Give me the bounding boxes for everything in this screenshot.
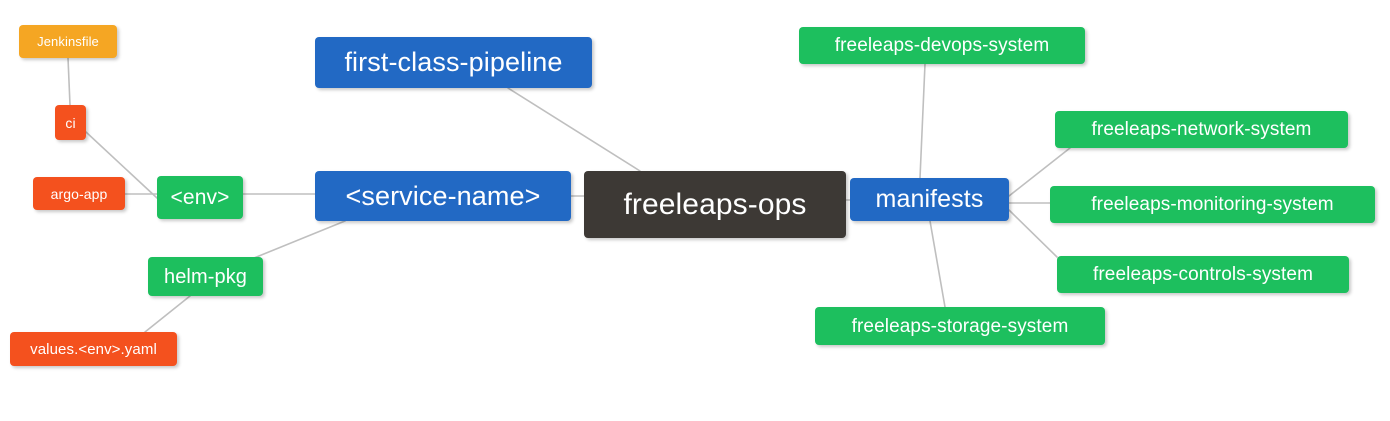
node-helm-pkg[interactable]: helm-pkg [148, 257, 263, 296]
node-env[interactable]: <env> [157, 176, 243, 219]
node-manifests[interactable]: manifests [850, 178, 1009, 221]
node-jenkinsfile[interactable]: Jenkinsfile [19, 25, 117, 58]
node-freeleaps-storage-system[interactable]: freeleaps-storage-system [815, 307, 1105, 345]
node-freeleaps-ops[interactable]: freeleaps-ops [584, 171, 846, 238]
node-freeleaps-controls-system[interactable]: freeleaps-controls-system [1057, 256, 1349, 293]
node-freeleaps-network-system[interactable]: freeleaps-network-system [1055, 111, 1348, 148]
node-freeleaps-devops-system[interactable]: freeleaps-devops-system [799, 27, 1085, 64]
edge-values-env-yaml-to-helm-pkg [144, 295, 191, 333]
edge-first-class-pipeline-to-freeleaps-ops [507, 87, 641, 172]
edge-jenkinsfile-to-ci [67, 57, 71, 106]
edge-freeleaps-storage-system-to-manifests [929, 220, 946, 308]
node-values-env-yaml[interactable]: values.<env>.yaml [10, 332, 177, 366]
node-ci[interactable]: ci [55, 105, 86, 140]
edge-freeleaps-devops-system-to-manifests [919, 63, 926, 179]
node-freeleaps-monitoring-system[interactable]: freeleaps-monitoring-system [1050, 186, 1375, 223]
node-first-class-pipeline[interactable]: first-class-pipeline [315, 37, 592, 88]
node-argo-app[interactable]: argo-app [33, 177, 125, 210]
edge-helm-pkg-to-service-name [253, 220, 346, 259]
node-service-name[interactable]: <service-name> [315, 171, 571, 221]
